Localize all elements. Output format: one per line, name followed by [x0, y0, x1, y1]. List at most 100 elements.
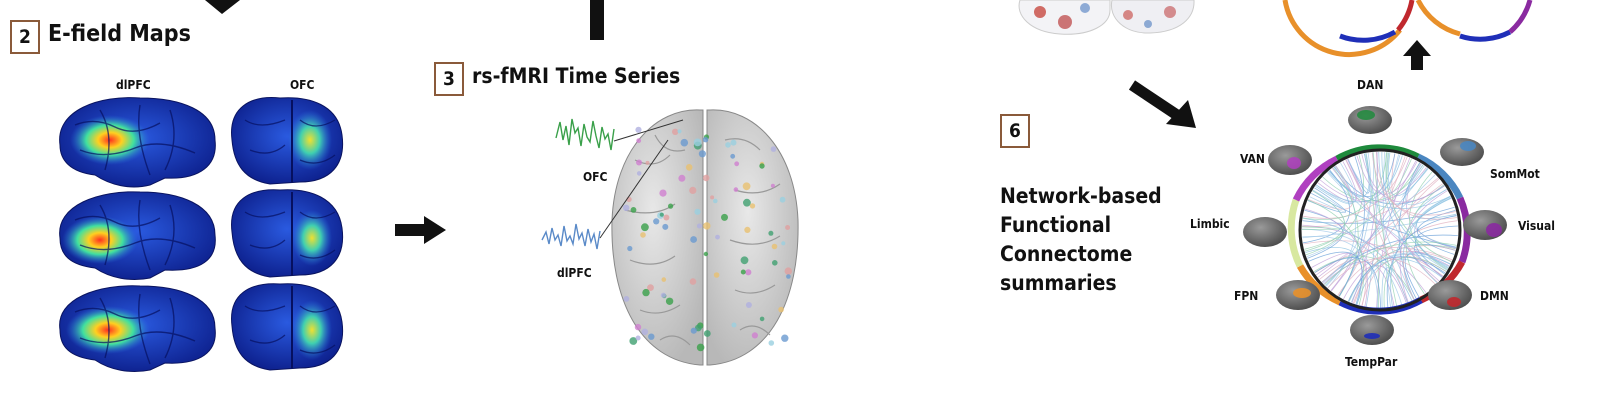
seed-dot — [734, 161, 740, 167]
seed-dot — [743, 198, 751, 207]
seed-dot — [641, 328, 649, 336]
seed-dot — [635, 126, 642, 133]
arrow-right-2-to-3 — [395, 216, 446, 244]
seed-dot — [721, 213, 728, 221]
summary-line-2: Functional — [1000, 213, 1112, 237]
step-3-badge: 3 — [434, 62, 464, 96]
brain-sommot — [1440, 138, 1484, 166]
connectome-chord — [1376, 157, 1411, 308]
seed-dot — [759, 316, 765, 322]
seed-dot — [725, 142, 731, 148]
efield-brain-lateral-3 — [59, 285, 216, 373]
seed-dot — [689, 186, 697, 194]
label-ofc-trace: OFC — [583, 170, 608, 184]
seed-dot — [636, 171, 642, 176]
chord-top-right — [1415, 0, 1533, 42]
label-dlpfc-column: dlPFC — [116, 78, 151, 92]
connectome-chord — [1385, 152, 1399, 192]
connectome-chord — [1415, 189, 1457, 220]
seed-dot — [627, 245, 633, 252]
summary-line-3: Connectome — [1000, 242, 1133, 266]
connectome-chord — [1311, 252, 1352, 291]
seed-dot — [662, 223, 669, 230]
summary-line-4: summaries — [1000, 271, 1117, 295]
connectome-chord — [1315, 252, 1349, 278]
connectome-chord — [1316, 162, 1356, 204]
seed-dot — [648, 333, 655, 340]
seed-dot — [770, 146, 777, 152]
connectome-chord — [1321, 183, 1444, 283]
seed-dot — [715, 234, 720, 240]
seed-dot — [694, 208, 701, 215]
seed-dot — [693, 138, 702, 147]
seed-dot — [623, 296, 630, 302]
connectome-chord — [1301, 226, 1342, 230]
seed-dot — [786, 274, 791, 279]
label-dlpfc-trace: dlPFC — [557, 266, 592, 280]
connectome-chord — [1343, 265, 1407, 304]
connectome-chord — [1307, 199, 1365, 306]
seed-dot — [659, 189, 667, 197]
seed-dot — [636, 138, 642, 144]
connectome-chord — [1327, 166, 1357, 289]
label-fpn: FPN — [1234, 289, 1259, 303]
seed-dot — [689, 278, 697, 285]
seed-dot — [751, 332, 759, 339]
efield-maps-title: E-field Maps — [48, 21, 191, 47]
seed-dot — [678, 174, 686, 182]
seed-dot — [677, 129, 682, 134]
summary-line-1: Network-based — [1000, 184, 1162, 208]
connectome-lines — [1301, 151, 1458, 309]
seed-dot — [642, 288, 650, 297]
seed-dot — [653, 218, 660, 225]
seed-dot — [685, 164, 693, 171]
seed-dot — [640, 232, 646, 238]
connectome-chord — [1304, 190, 1345, 252]
seed-dot — [730, 139, 737, 146]
connectome-chord — [1371, 152, 1456, 216]
label-dmn: DMN — [1480, 289, 1509, 303]
seed-dot — [690, 327, 697, 334]
label-sommot: SomMot — [1490, 167, 1540, 181]
arrow-up-to-chords — [1403, 40, 1431, 70]
seed-dot — [759, 163, 765, 169]
seed-dot — [744, 226, 751, 233]
connectome-chord — [1304, 162, 1421, 250]
connectome-chord — [1390, 197, 1452, 308]
seed-dot — [745, 302, 752, 308]
connectome-chord — [1309, 189, 1346, 213]
step-6-badge: 6 — [1000, 114, 1030, 148]
seed-dot — [635, 335, 641, 341]
brain-fpn — [1276, 280, 1320, 310]
efield-brain-frontal-3 — [231, 283, 344, 371]
connectome-chord — [1314, 257, 1381, 309]
seed-dot — [742, 182, 751, 191]
connectome-chord — [1391, 153, 1438, 283]
seed-dot — [731, 322, 737, 328]
connectome-chord — [1401, 164, 1425, 198]
brain-dmn — [1428, 280, 1472, 310]
connectome-chord — [1386, 152, 1412, 194]
efield-brain-lateral-1 — [59, 97, 216, 188]
chord-top-left — [1282, 0, 1415, 58]
seed-dot — [781, 334, 789, 342]
connectome-chord — [1328, 153, 1370, 197]
seed-dot — [647, 284, 654, 291]
connectome-chord — [1403, 245, 1456, 301]
seed-dot — [771, 243, 778, 250]
connectome-chord — [1375, 152, 1458, 220]
connectome-chord — [1338, 156, 1365, 297]
seed-dot — [630, 207, 637, 213]
connectome-chord — [1327, 171, 1451, 209]
connectome-chord — [1327, 257, 1436, 289]
seed-dot — [696, 343, 705, 352]
connectome-chord — [1331, 168, 1443, 278]
seed-dot — [713, 272, 720, 278]
seed-dot — [645, 160, 650, 165]
connectome-chord — [1308, 251, 1363, 305]
seed-dot — [680, 138, 689, 147]
connectome-chord — [1378, 151, 1438, 284]
seed-dot — [772, 260, 778, 266]
seed-dot — [659, 212, 664, 217]
dlpfc-time-series — [541, 139, 669, 250]
